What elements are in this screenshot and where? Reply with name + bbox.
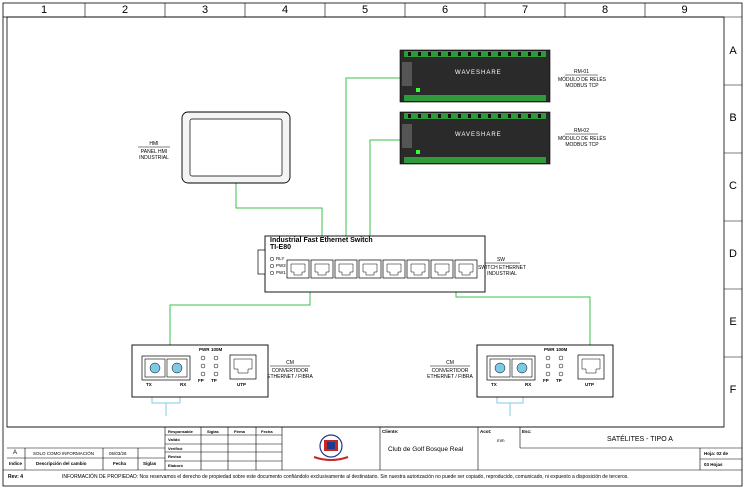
cm-left-tx: TX [146,382,152,387]
sig-header-firma: Firma [234,429,245,434]
cm-left-desc2: ETHERNET / FIBRA [267,374,313,380]
relay-module-rm02 [399,111,551,165]
cm-left-fp: FP [198,378,204,383]
column-header-9: 9 [681,4,688,16]
rev-date: 05/03/26 [109,451,127,456]
relay-module-rm01 [399,49,551,103]
rm01-brand: WAVESHARE [455,70,502,76]
rm01-desc2: MODBUS TCP [565,83,599,89]
cm-right-100m: 100M [556,347,568,352]
cliente-label: Cliente: [382,429,399,434]
rev-col-indice: Indice [9,461,23,466]
rev-desc: SOLO COMO INFORMACIÓN [33,451,95,456]
column-header-4: 4 [281,4,289,16]
row-header-e: E [729,316,737,328]
row-header-d: D [729,248,737,260]
cm-left-100m: 100M [211,347,223,352]
column-header-5: 5 [361,4,369,16]
row-header-b: B [729,112,737,124]
switch-tag: SW [496,257,506,263]
column-header-7: 7 [521,4,529,16]
row-grid [724,16,742,358]
rev-col-fecha: Fecha [113,461,127,466]
property-notice: INFORMACIÓN DE PROPIEDAD: Nos reservamos… [62,474,629,480]
sig-header-siglas: Siglas [207,429,219,434]
rm02-brand: WAVESHARE [455,132,502,138]
sig-header-fecha: Fecha [261,429,273,434]
rm02-desc1: MÓDULO DE RELÉS [557,136,607,142]
title-block-grid [3,426,742,471]
wire-hmi-switch [235,183,323,258]
cm-right-fp: FP [543,378,549,383]
wire-rm2-switch [369,139,400,258]
cm-left-pwr: PWR [199,347,210,352]
column-header-1: 1 [40,4,48,16]
revision-number: Rev: 4 [8,474,24,480]
rm01-tag: RM-01 [573,69,589,75]
row-header-c: C [729,180,737,192]
cm-right-utp: UTP [585,382,594,387]
sig-row-verifico: Verificó [168,446,183,451]
cm-right-tag: CM [446,360,454,366]
converter-right [476,344,614,398]
column-header-6: 6 [441,4,449,16]
sig-row-valido: Validó [168,437,180,442]
switch-title: Industrial Fast Ethernet Switch [270,237,373,244]
esc-label: Esc: [522,429,532,434]
sheet-number: Hoja: 02 de [704,451,729,456]
rev-col-desc: Descripción del cambio [36,461,87,466]
column-header-2: 2 [121,4,129,16]
cm-right-rx: RX [525,382,532,387]
hmi-tag: HMI [149,141,159,147]
switch-led-pw2: PW2 [276,263,286,268]
cm-left-tag: CM [286,360,294,366]
rev-col-siglas: Siglas [143,461,157,466]
acot-value: mm [497,438,505,443]
column-header-8: 8 [601,4,609,16]
converter-left [131,344,269,398]
switch-desc1: SWITCH ETHERNET [477,265,527,271]
cm-right-tx: TX [491,382,497,387]
column-header-3: 3 [201,4,209,16]
club-logo [313,434,349,461]
switch-led-rly: RLY [276,256,285,261]
sig-row-elaboro: Elaboró [168,463,183,468]
drawing-title: SATÉLITES - TIPO A [607,436,673,443]
sig-header-responsable: Responsable [168,429,193,434]
column-grid [84,3,646,17]
cm-right-desc2: ETHERNET / FIBRA [427,374,473,380]
hmi-desc2: INDUSTRIAL [139,155,169,161]
sig-row-reviso: Revisó [168,454,182,459]
rm02-tag: RM-02 [573,128,589,134]
sheet-total: 03 Hojas [704,462,723,467]
acot-label: Acot: [480,429,492,434]
row-header-f: F [729,384,737,396]
row-header-a: A [729,45,737,57]
rm02-desc2: MODBUS TCP [565,142,599,148]
cliente-name: Club de Golf Bosque Real [388,446,464,453]
switch-led-pw1: PW1 [276,270,286,275]
switch-model: TI-E80 [270,244,292,251]
cm-right-tp: TP [556,378,562,383]
hmi-panel [181,111,291,184]
wire-rm1-switch [345,77,400,258]
rm01-desc1: MÓDULO DE RELÉS [557,77,607,83]
switch-ports [286,259,478,279]
rev-letter: A [13,450,18,456]
cm-left-rx: RX [180,382,187,387]
switch-desc2: INDUSTRIAL [487,271,517,277]
cm-left-desc1: CONVERTIDOR [271,368,309,374]
cm-right-pwr: PWR [544,347,555,352]
cm-left-utp: UTP [237,382,246,387]
cm-left-tp: TP [211,378,217,383]
ethernet-switch [257,235,486,293]
cm-right-desc1: CONVERTIDOR [431,368,469,374]
hmi-desc1: PANEL HMI [140,149,168,155]
